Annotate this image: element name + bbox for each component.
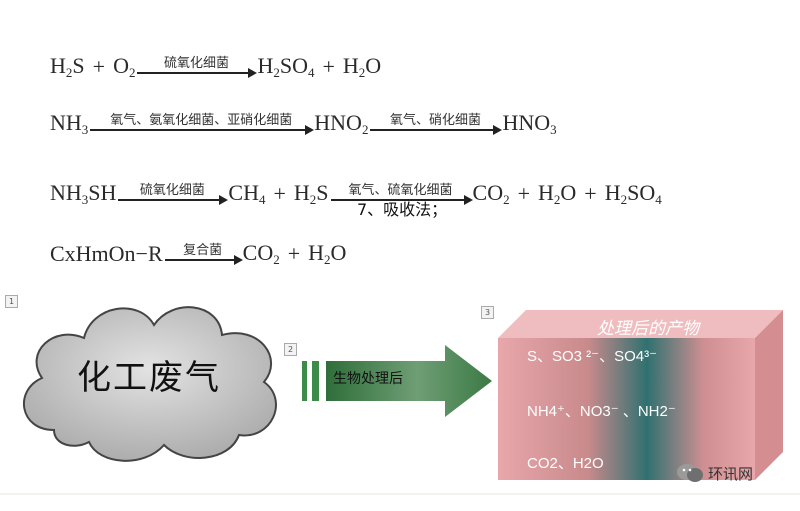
reactant-term: NH3SH (50, 180, 117, 207)
arrow-line (164, 255, 243, 265)
plus-sign: + (92, 54, 106, 79)
wechat-icon (677, 464, 703, 482)
arrow-line (370, 125, 503, 135)
process-arrow (300, 343, 495, 419)
catalyst-label: 氧气、硝化细菌 (389, 113, 481, 128)
marker-2: 2 (284, 343, 297, 356)
plus-sign: + (273, 181, 286, 206)
product-term: CH4 (228, 180, 266, 207)
product-term: HNO3 (502, 110, 557, 137)
reactant-term: CxHmOn−R (50, 241, 163, 266)
reactant-term: H2S (50, 53, 85, 80)
reactant-term: NH3 (50, 110, 89, 137)
product-line-3: CO2、H2O (527, 455, 604, 472)
plus-sign: + (322, 54, 335, 79)
watermark-text: 环讯网 (708, 464, 754, 483)
reaction-arrow: 氧气、硫氧化细菌 (330, 183, 473, 205)
watermark: 环讯网 (676, 462, 753, 484)
chemical-waste-gas-cloud: 化工废气 (14, 290, 294, 470)
reaction-arrow: 氧气、硝化细菌 (370, 113, 503, 135)
reaction-arrow: 硫氧化细菌 (137, 56, 258, 78)
arrow-label: 生物处理后 (333, 371, 403, 387)
plus-sign: + (517, 181, 531, 206)
reaction-arrow: 氧气、氨氧化细菌、亚硝化细菌 (90, 113, 315, 135)
products-box (498, 310, 783, 480)
product-term: H2O (308, 240, 347, 267)
equation-3: NH3SH 硫氧化细菌 CH4 + H2S 氧气、硫氧化细菌 CO2 + H2O + H2SO4 (50, 174, 662, 214)
product-term: H2SO4 (604, 180, 662, 207)
catalyst-label: 复合菌 (183, 243, 223, 258)
catalyst-label: 硫氧化细菌 (139, 183, 205, 198)
marker-1: 1 (5, 295, 18, 308)
equation-2: NH3 氧气、氨氧化细菌、亚硝化细菌 HNO2 氧气、硝化细菌 HNO3 (50, 104, 557, 144)
reactant-term: O2 (113, 53, 136, 80)
product-term: H2S (293, 180, 329, 207)
product-term: H2SO4 (257, 53, 315, 80)
product-line-2: NH4⁺、NO3⁻ 、NH2⁻ (527, 403, 676, 420)
equation-4: CxHmOn−R 复合菌 CO2 + H2O (50, 234, 346, 274)
arrow-line (118, 195, 229, 205)
catalyst-label: 氧气、硫氧化细菌 (348, 183, 453, 198)
product-term: H2O (342, 53, 382, 80)
plus-sign: + (584, 181, 597, 206)
arrow-line (137, 68, 258, 78)
product-term: CO2 (242, 240, 280, 267)
catalyst-label: 硫氧化细菌 (163, 56, 229, 71)
plus-sign: + (287, 241, 301, 266)
reaction-arrow: 复合菌 (164, 243, 243, 265)
cloud-label: 化工废气 (77, 358, 221, 398)
cloud-shape (22, 306, 277, 462)
bottom-divider (0, 493, 800, 495)
catalyst-label: 氧气、氨氧化细菌、亚硝化细菌 (110, 113, 293, 128)
product-term: H2O (538, 180, 577, 207)
marker-3: 3 (481, 306, 494, 319)
reaction-arrow: 硫氧化细菌 (118, 183, 229, 205)
equation-1: H2S + O2 硫氧化细菌 H2SO4 + H2O (50, 47, 381, 87)
overlay-text: 7、吸收法； (357, 200, 448, 219)
product-term: CO2 (472, 180, 510, 207)
box-title: 处理后的产物 (597, 319, 699, 339)
product-term: HNO2 (314, 110, 369, 137)
arrow-line (90, 125, 315, 135)
arrow-line (330, 195, 473, 205)
product-line-1: S、SO3 ²⁻、SO4³⁻ (527, 348, 658, 365)
